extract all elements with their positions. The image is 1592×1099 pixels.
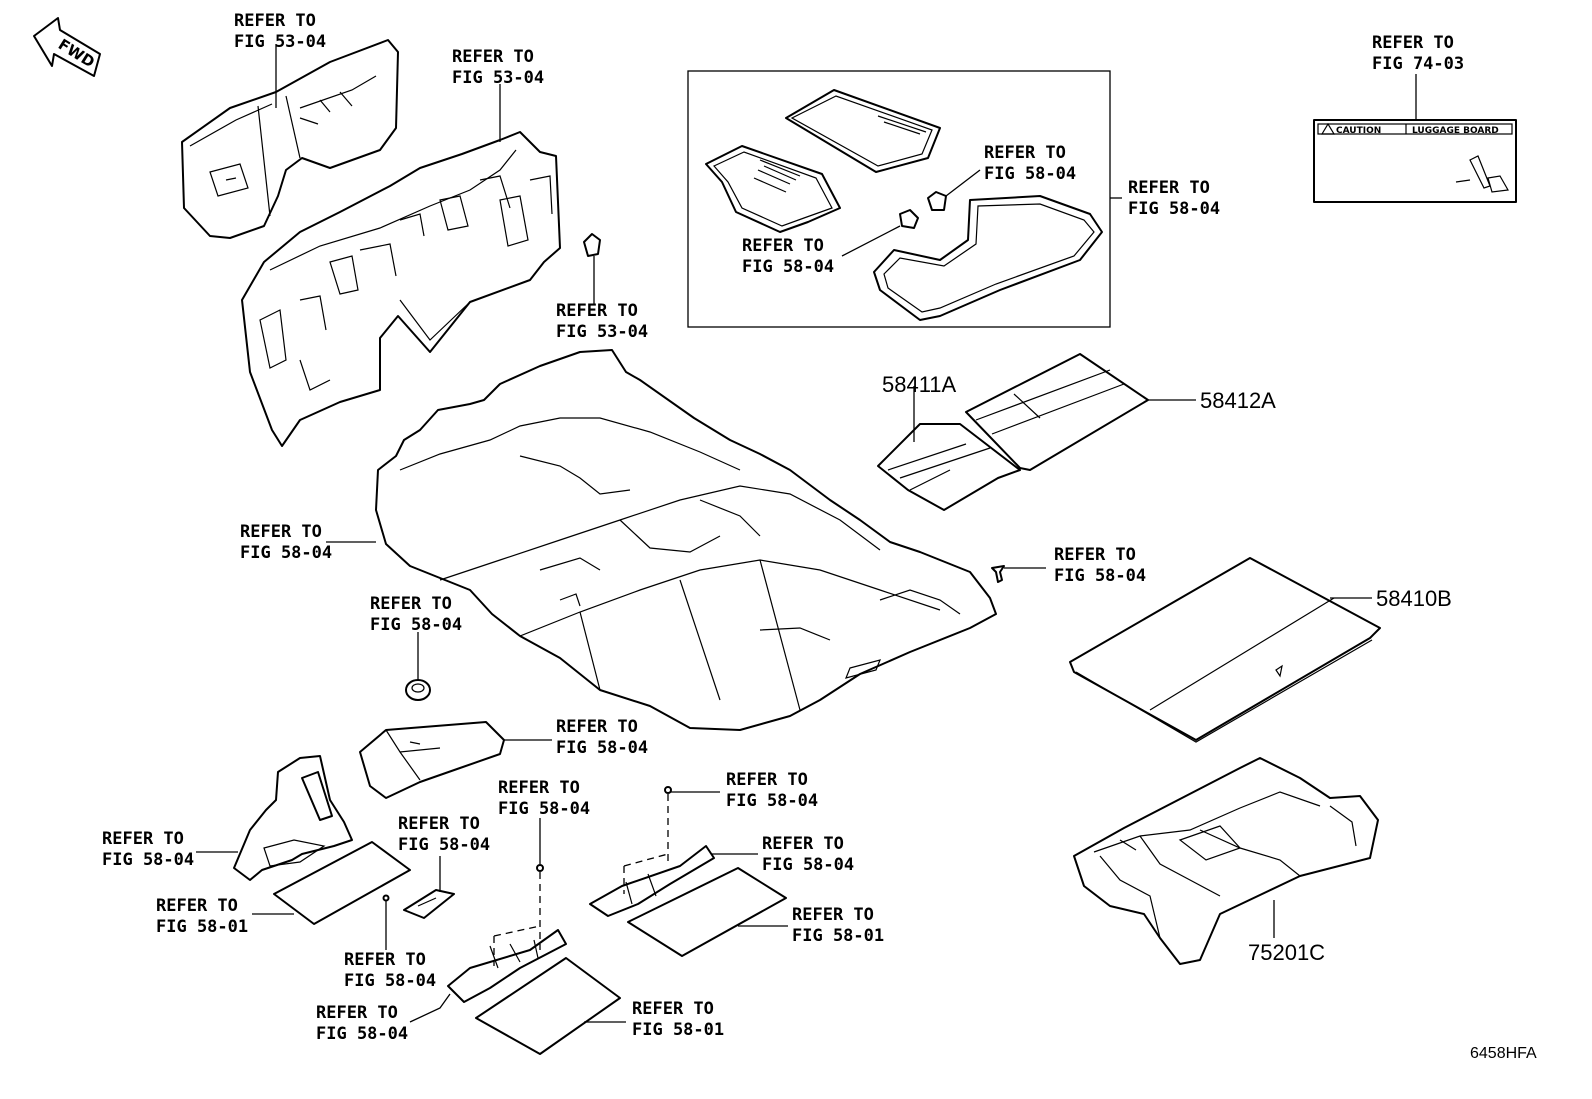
- refer-label: REFER TO: [556, 301, 638, 321]
- floor-carpet: [375, 349, 997, 731]
- refer-label: FIG 58-04: [316, 1024, 408, 1044]
- rear-pad-left: [447, 929, 567, 1003]
- refer-label: FIG 58-04: [742, 257, 834, 277]
- refer-label: REFER TO: [452, 47, 534, 67]
- refer-label: REFER TO: [632, 999, 714, 1019]
- refer-label: REFER TO: [1372, 33, 1454, 53]
- refer-label: FIG 58-04: [498, 799, 590, 819]
- refer-label: FIG 58-04: [1054, 566, 1146, 586]
- refer-label: FIG 58-04: [102, 850, 194, 870]
- refer-label: FIG 53-04: [452, 68, 544, 88]
- refer-label: REFER TO: [102, 829, 184, 849]
- refer-label: REFER TO: [762, 834, 844, 854]
- refer-label: FIG 58-04: [240, 543, 332, 563]
- refer-label: FIG 58-04: [370, 615, 462, 635]
- refer-label: FIG 58-01: [632, 1020, 724, 1040]
- carpet-clip: [991, 565, 1005, 583]
- refer-label: FIG 53-04: [234, 32, 326, 52]
- leader-lines: [196, 44, 1417, 1023]
- refer-label: REFER TO: [726, 770, 808, 790]
- refer-label: FIG 58-01: [792, 926, 884, 946]
- push-pin-center: [493, 864, 544, 966]
- part-number-luggage-mat-right: 58412A: [1200, 388, 1276, 413]
- part-number-luggage-mat-left: 58411A: [882, 372, 957, 397]
- rear-silencer-right: [627, 867, 787, 957]
- luggage-mat-right: [965, 353, 1149, 471]
- front-floor-pad: [359, 721, 505, 799]
- refer-labels: REFER TO FIG 53-04 REFER TO FIG 53-04 RE…: [102, 11, 1464, 1044]
- luggage-board: [1069, 557, 1381, 743]
- floor-mat-set-box: [687, 70, 1111, 328]
- caution-label-right-text: LUGGAGE BOARD: [1412, 126, 1499, 136]
- front-silencer-sheet: [273, 841, 411, 925]
- refer-label: FIG 58-04: [762, 855, 854, 875]
- refer-label: REFER TO: [1054, 545, 1136, 565]
- refer-label: FIG 58-04: [398, 835, 490, 855]
- tunnel-side-pad: [233, 755, 353, 881]
- caution-label: CAUTION LUGGAGE BOARD: [1313, 119, 1517, 203]
- dash-silencer-upper: [181, 39, 399, 239]
- refer-label: REFER TO: [316, 1003, 398, 1023]
- rear-pad-right: [589, 845, 715, 917]
- refer-label: REFER TO: [498, 778, 580, 798]
- refer-label: REFER TO: [984, 143, 1066, 163]
- refer-label: REFER TO: [234, 11, 316, 31]
- refer-label: REFER TO: [742, 236, 824, 256]
- refer-label: REFER TO: [240, 522, 322, 542]
- refer-label: REFER TO: [398, 814, 480, 834]
- refer-label: FIG 58-04: [556, 738, 648, 758]
- refer-label: FIG 58-04: [344, 971, 436, 991]
- refer-label: REFER TO: [792, 905, 874, 925]
- small-bracket: [403, 889, 455, 919]
- dash-silencer-main: [241, 131, 561, 447]
- push-pin-right: [623, 786, 672, 894]
- refer-label: REFER TO: [156, 896, 238, 916]
- luggage-tray: [1073, 757, 1379, 965]
- floor-hole-plug: [405, 679, 431, 701]
- diagram-code: 6458HFA: [1470, 1045, 1537, 1062]
- part-number-luggage-tray: 75201C: [1248, 940, 1325, 965]
- fwd-arrow: FWD: [33, 17, 101, 77]
- luggage-mat-left: [877, 423, 1021, 511]
- rear-silencer-left: [475, 957, 621, 1055]
- part-number-luggage-board: 58410B: [1376, 586, 1452, 611]
- refer-label: FIG 58-04: [726, 791, 818, 811]
- dash-hole-plug: [583, 233, 601, 257]
- refer-label: REFER TO: [556, 717, 638, 737]
- refer-label: FIG 74-03: [1372, 54, 1464, 74]
- push-pin-lower: [382, 894, 390, 902]
- refer-label: REFER TO: [1128, 178, 1210, 198]
- refer-label: FIG 58-04: [1128, 199, 1220, 219]
- refer-label: REFER TO: [344, 950, 426, 970]
- part-numbers: 58411A 58412A 58410B 75201C: [882, 372, 1452, 965]
- refer-label: FIG 58-04: [984, 164, 1076, 184]
- refer-label: FIG 53-04: [556, 322, 648, 342]
- refer-label: REFER TO: [370, 594, 452, 614]
- caution-label-left-text: CAUTION: [1336, 126, 1381, 136]
- refer-label: FIG 58-01: [156, 917, 248, 937]
